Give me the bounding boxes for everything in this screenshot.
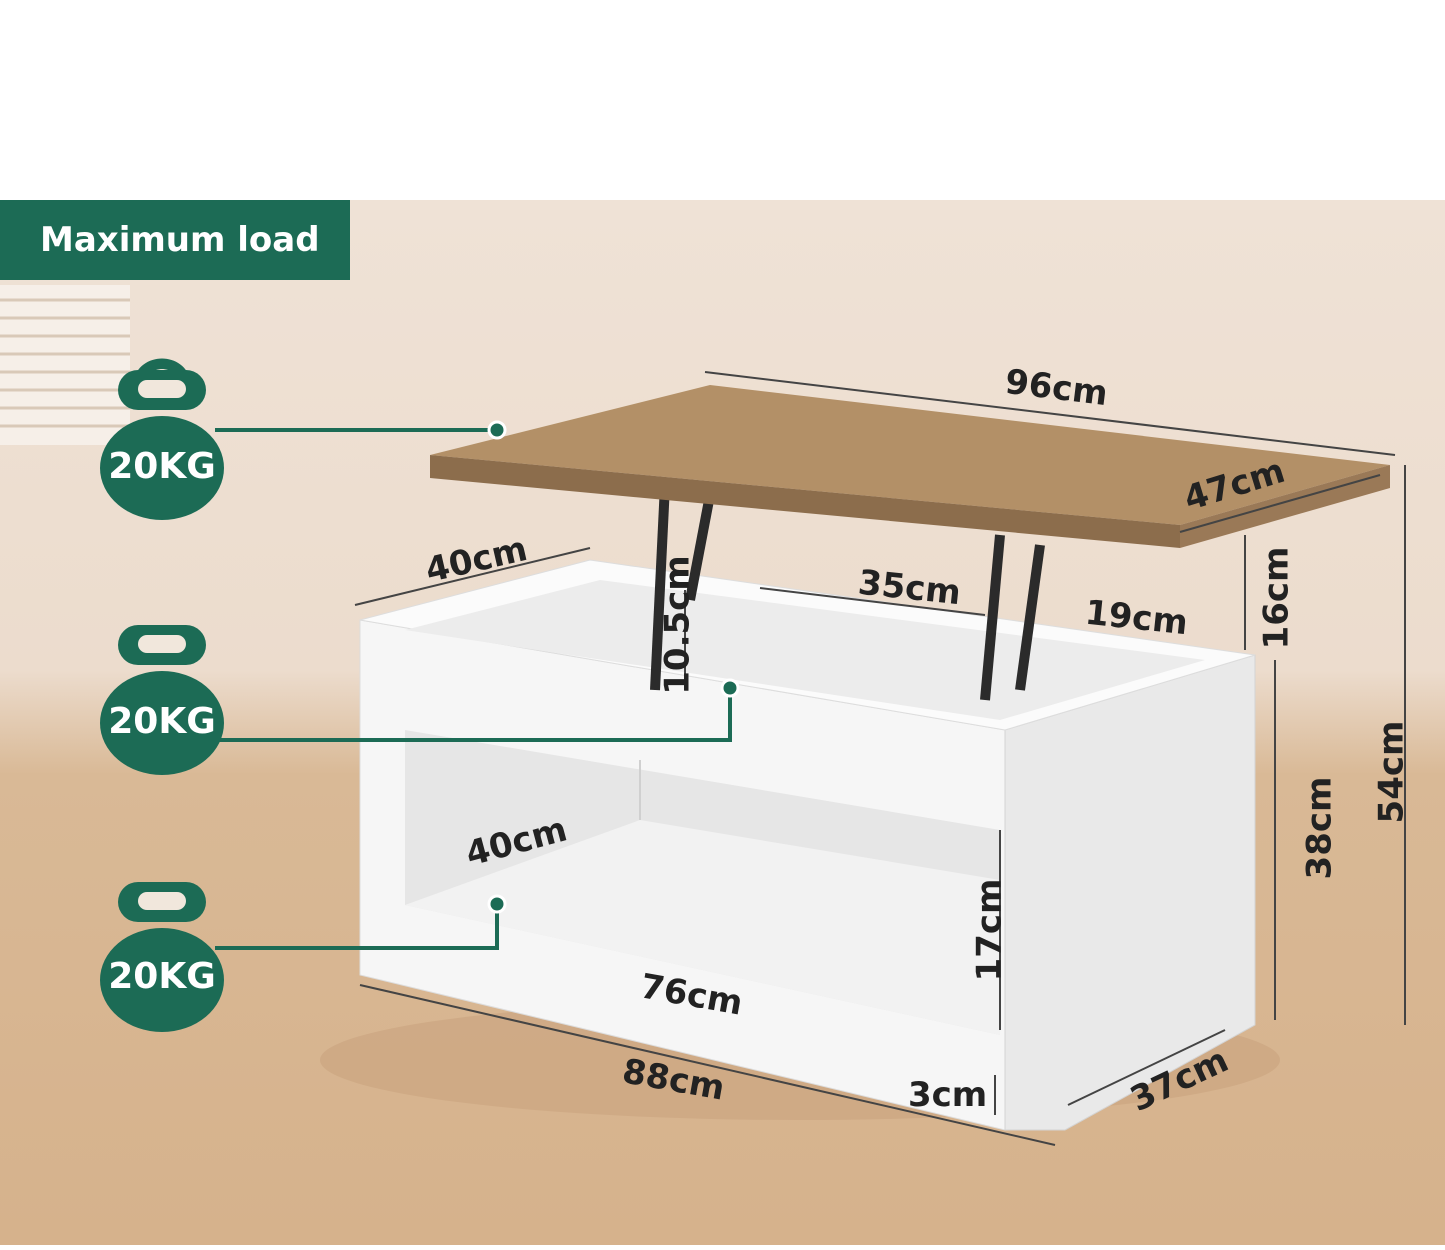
dim-shelf-height: 17cm [969,878,1010,982]
maximum-load-banner: Maximum load [0,200,350,280]
kettlebell-badge-top: 20KG [98,340,226,520]
banner-text: Maximum load [40,220,320,260]
table-body [359,559,1256,1131]
kettlebell-badge-middle: 20KG [98,595,226,775]
kettlebell-icon [100,358,224,520]
dim-overall-height: 54cm [1371,720,1412,824]
load-label: 20KG [108,956,216,997]
load-label: 20KG [108,701,216,742]
kettlebell-icon [100,882,224,1032]
load-points [487,420,740,914]
dim-lift-height: 16cm [1256,546,1297,650]
dimension-lines [354,371,1406,1146]
dim-body-height: 38cm [1299,776,1340,880]
dim-compartment-height: 10.5cm [657,555,698,695]
load-label: 20KG [108,446,216,487]
kettlebell-badge-bottom: 20KG [98,852,226,1032]
dim-leg-height: 3cm [908,1075,988,1115]
tabletop [430,385,1390,548]
kettlebell-icon [100,625,224,775]
window-blinds [0,285,130,445]
lift-mechanism [650,484,1045,701]
load-connectors [215,428,732,950]
